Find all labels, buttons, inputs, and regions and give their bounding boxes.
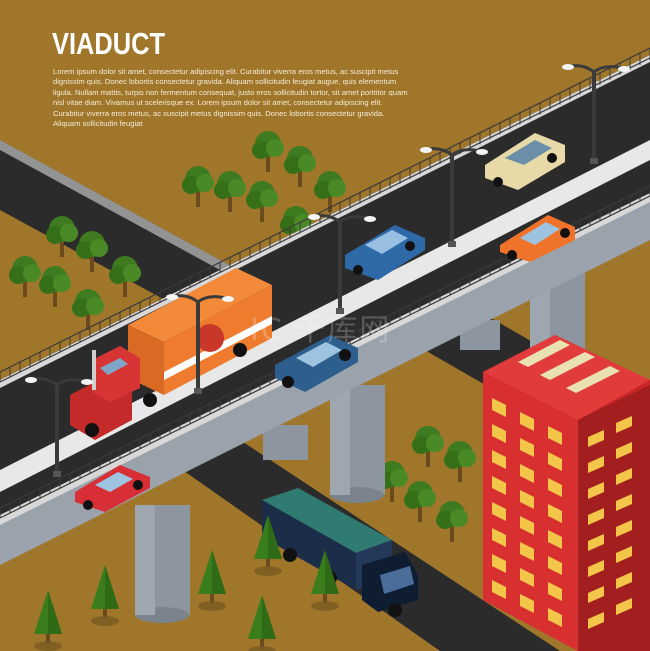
page-title: VIADUCT — [52, 26, 165, 61]
car-icon — [75, 133, 575, 512]
viaduct-pillars — [135, 270, 585, 623]
watermark: IC 千库网 — [250, 313, 392, 348]
description-text: Lorem ipsum dolor sit amet, consectetur … — [53, 67, 408, 129]
semi-truck-icon — [70, 268, 272, 440]
building-icon — [483, 335, 650, 651]
truck-icon — [262, 488, 418, 617]
railing-posts — [0, 48, 650, 518]
